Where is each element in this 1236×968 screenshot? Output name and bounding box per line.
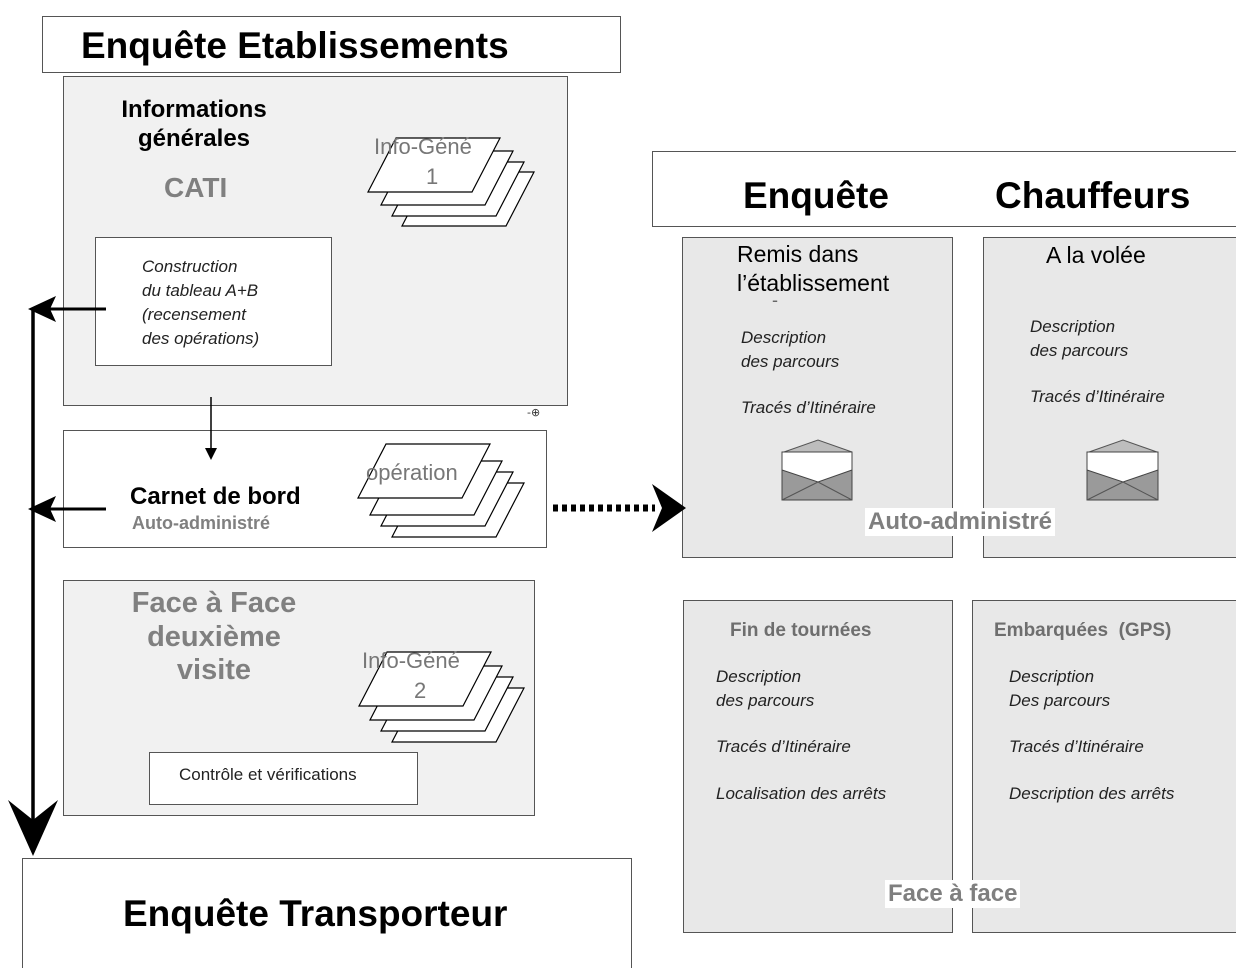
arrow-icon	[8, 308, 58, 856]
volee-title: A la volée	[1046, 242, 1146, 268]
chauffeurs-title-right: Chauffeurs	[995, 175, 1191, 216]
construction-box: Construction du tableau A+B (recensement…	[95, 237, 332, 366]
construction-text: Construction du tableau A+B (recensement…	[142, 257, 260, 348]
face-a-face-label: Face à face	[885, 880, 1021, 908]
carnet-subtitle: Auto-administré	[132, 513, 271, 533]
volee-traces: Tracés d’Itinéraire	[1030, 387, 1165, 406]
fin-description: Description des parcours	[716, 667, 815, 710]
remis-title: Remis dans l’établissement	[737, 241, 890, 296]
info-generales-title: Informations générales	[121, 96, 267, 152]
carnet-panel: Carnet de bord Auto-administré	[63, 430, 547, 548]
fin-localisation: Localisation des arrêts	[716, 784, 887, 803]
volee-description: Description des parcours	[1030, 317, 1129, 360]
embarquees-traces: Tracés d’Itinéraire	[1009, 737, 1144, 756]
embarquees-title: Embarquées (GPS)	[994, 620, 1172, 641]
transporteur-title: Enquête Transporteur	[123, 893, 508, 934]
chauffeurs-title-box: Enquête Chauffeurs	[652, 151, 1236, 227]
transporteur-box: Enquête Transporteur	[22, 858, 632, 968]
remis-panel: Remis dans l’établissement - Description…	[682, 237, 953, 558]
chauffeurs-title-left: Enquête	[743, 175, 889, 216]
controle-text: Contrôle et vérifications	[179, 765, 357, 784]
fin-tournees-panel: Fin de tournées Description des parcours…	[683, 600, 953, 933]
remis-traces: Tracés d’Itinéraire	[741, 398, 876, 417]
face-a-face-title: Face à Face	[131, 587, 297, 619]
etablissements-title: Enquête Etablissements	[81, 25, 509, 66]
embarquees-arrets: Description des arrêts	[1009, 784, 1175, 803]
auto-administre-label: Auto-administré	[865, 508, 1056, 536]
svg-text:-⊕: -⊕	[527, 406, 540, 419]
face-a-face-subtitle: deuxième visite	[147, 621, 281, 686]
volee-panel: A la volée Description des parcours Trac…	[983, 237, 1236, 558]
fin-traces: Tracés d’Itinéraire	[716, 737, 851, 756]
etablissements-title-box: Enquête Etablissements	[42, 16, 621, 73]
info-generales-panel: Informations générales CATI Construction…	[63, 76, 568, 406]
embarquees-description: Description Des parcours	[1009, 667, 1111, 710]
face-a-face-panel: Face à Face deuxième visite Contrôle et …	[63, 580, 535, 816]
carnet-title: Carnet de bord	[130, 483, 301, 510]
remis-description: Description des parcours	[741, 328, 840, 371]
embarquees-panel: Embarquées (GPS) Description Des parcour…	[972, 600, 1236, 933]
remis-dash: -	[772, 290, 778, 310]
fin-tournees-title: Fin de tournées	[730, 620, 872, 641]
cati-label: CATI	[164, 172, 228, 203]
controle-box: Contrôle et vérifications	[149, 752, 418, 805]
dotted-arrow-icon	[553, 484, 686, 532]
